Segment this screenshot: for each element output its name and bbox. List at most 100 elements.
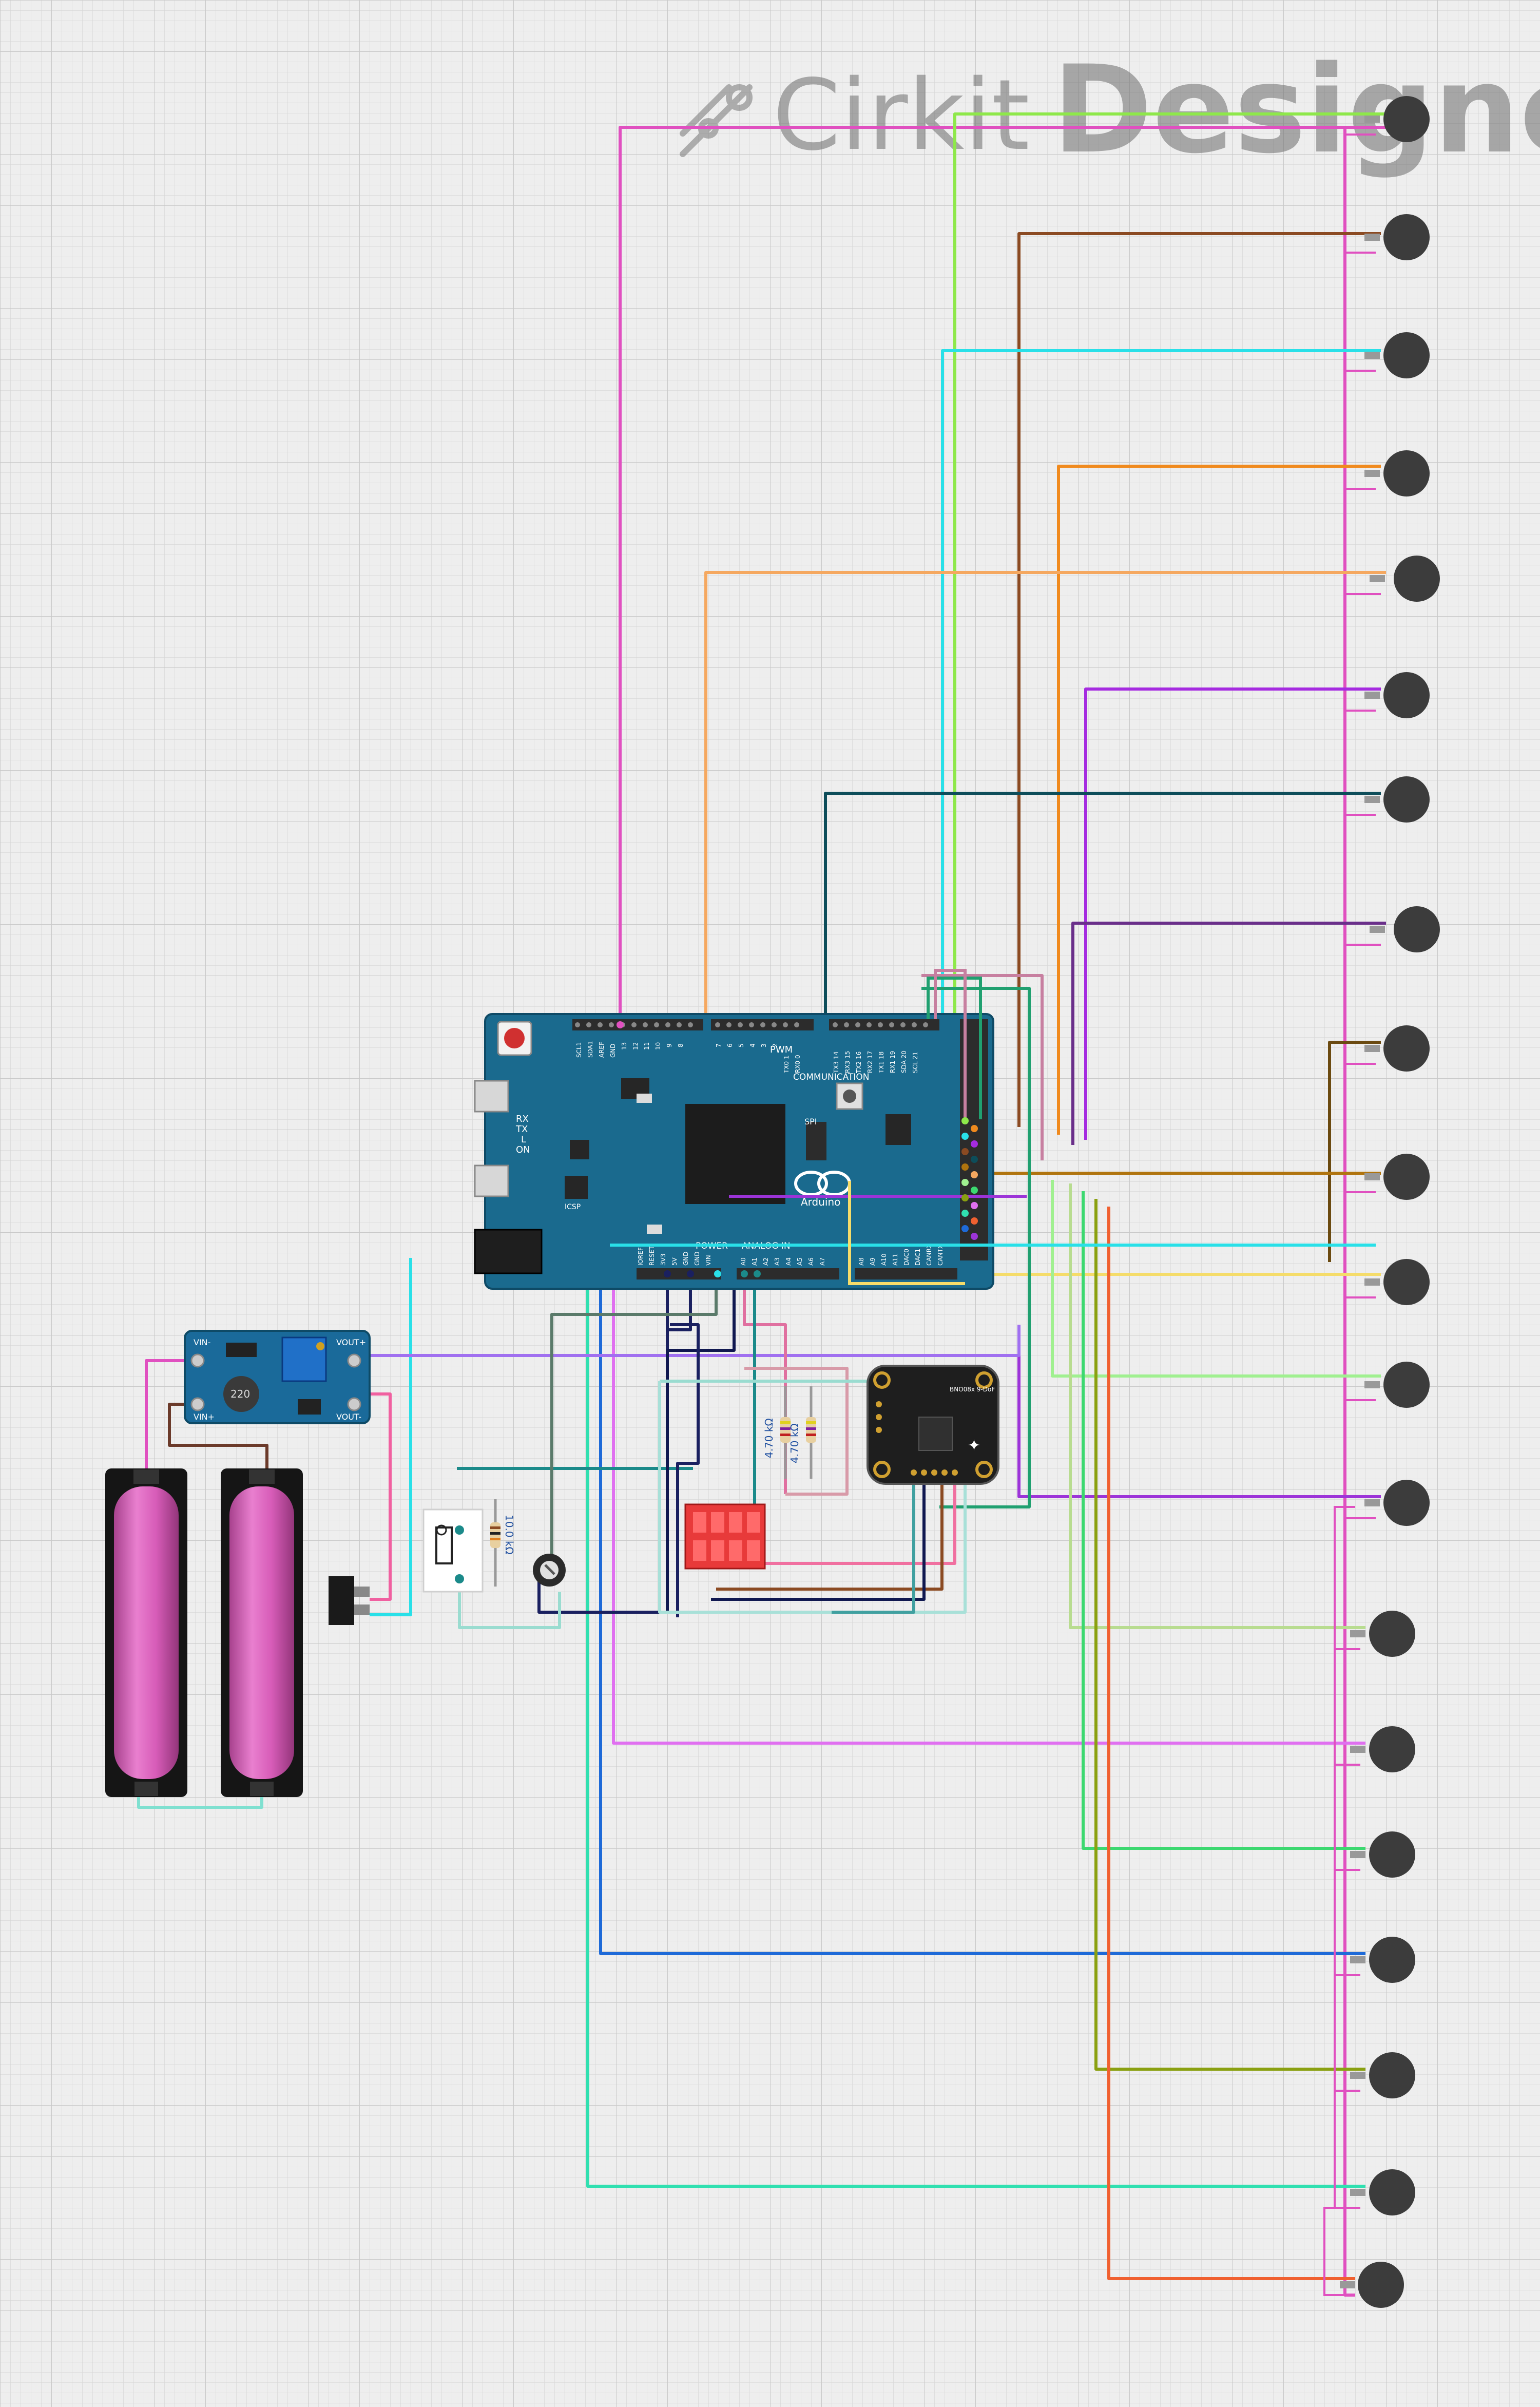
pin-label-8: 8: [677, 1043, 684, 1047]
status-tx: TX: [515, 1124, 528, 1135]
wire-pink-battery: [145, 1359, 198, 1468]
arduino-due-board[interactable]: Arduino PWM COMMUNICATION SPI ICSP POWER…: [474, 1013, 994, 1290]
pin-label-gnd-2: GND: [694, 1251, 701, 1266]
wire-navy-2: [667, 1278, 692, 1331]
vibration-motor[interactable]: [1364, 776, 1430, 823]
sam3x8e-chip: [685, 1104, 785, 1204]
vibration-motor[interactable]: [1364, 1025, 1430, 1072]
slide-switch[interactable]: [329, 1576, 370, 1625]
pin-label-5: 5: [738, 1043, 745, 1047]
battery-holder-1[interactable]: [105, 1468, 187, 1797]
communication-label: COMMUNICATION: [793, 1072, 869, 1082]
pin-label-rx0: RX0 0: [794, 1055, 801, 1073]
wire-teal-pale: [458, 1579, 561, 1629]
battery-holder-2[interactable]: [221, 1468, 303, 1797]
vibration-motor[interactable]: [1364, 672, 1430, 718]
wire-olive: [1094, 1199, 1365, 2071]
vibration-motor[interactable]: [1350, 1937, 1415, 1983]
pin-label-a4: A4: [785, 1257, 792, 1266]
vibration-motor[interactable]: [1350, 2169, 1415, 2215]
vibration-motor[interactable]: [1364, 450, 1430, 496]
dc-power-jack: [474, 1229, 543, 1274]
wire-purple-dark: [1071, 922, 1386, 1145]
vibration-motor[interactable]: [1364, 1259, 1430, 1305]
pin-label-4: 4: [749, 1043, 756, 1047]
wire-cyan-boost: [370, 1258, 412, 1616]
pin-label-rx3: RX3 15: [844, 1051, 851, 1073]
icsp-label: ICSP: [565, 1203, 581, 1211]
pin-label-10: 10: [654, 1042, 662, 1050]
wire-green-board: [921, 987, 1031, 1508]
mt3608-boost-converter[interactable]: 220 VIN- VIN+ VOUT+ VOUT-: [184, 1330, 371, 1424]
pin-label-11: 11: [643, 1042, 650, 1050]
pin-label-rx2: RX2 17: [867, 1051, 874, 1073]
boost-label-vout-minus: VOUT-: [336, 1412, 361, 1422]
pin-label-6: 6: [726, 1043, 734, 1047]
wire-cyan-1: [941, 349, 1381, 1132]
wire-brown-imu: [716, 1468, 944, 1591]
status-rx: RX: [516, 1114, 529, 1124]
pin-label-a8: A8: [858, 1257, 865, 1266]
potentiometer[interactable]: [533, 1554, 566, 1587]
spi-label: SPI: [804, 1117, 817, 1126]
wire-pink-pale: [744, 1367, 849, 1496]
pin-label-a11: A11: [892, 1254, 899, 1266]
vibration-motor[interactable]: [1364, 1362, 1430, 1408]
wire-purple-2: [1017, 1325, 1381, 1498]
pin-label-dac0: DAC0: [903, 1249, 910, 1266]
vibration-motor[interactable]: [1350, 2052, 1415, 2098]
pin-label-cantx: CANTX: [937, 1245, 944, 1266]
pin-label-7: 7: [715, 1043, 722, 1047]
pin-label-3v3: 3V3: [660, 1254, 667, 1266]
pin-label-a10: A10: [880, 1254, 888, 1266]
pin-label-a0: A0: [740, 1257, 747, 1266]
pin-label-a3: A3: [774, 1257, 781, 1266]
wire-blue: [599, 1243, 1365, 1955]
pin-label-a5: A5: [796, 1257, 803, 1266]
pin-label-dac1: DAC1: [914, 1249, 921, 1266]
pin-label-canrx: CANRX: [926, 1244, 933, 1266]
pin-label-5v: 5V: [671, 1257, 678, 1266]
boost-label-vin-plus: VIN+: [194, 1412, 215, 1422]
vibration-motor[interactable]: [1370, 906, 1440, 952]
resistor-4k7-a-label: 4.70 kΩ: [763, 1418, 775, 1458]
pin-label-tx2: TX2 16: [855, 1052, 862, 1074]
wire-brown-dark: [1328, 1041, 1381, 1262]
wire-orange-light: [704, 571, 1386, 1148]
board-top-wires: [610, 969, 1376, 1285]
wire-navy-4: [670, 1323, 700, 1617]
wire-brown-1: [1017, 232, 1381, 1127]
vibration-motor[interactable]: [1364, 1480, 1430, 1526]
wire-purple-boost: [362, 1325, 1021, 1357]
vibration-motor[interactable]: [1364, 214, 1430, 260]
vibration-motor[interactable]: [1350, 1611, 1415, 1657]
inductor-value: 220: [230, 1388, 250, 1400]
vibration-motor[interactable]: [1364, 332, 1430, 378]
pin-label-12: 12: [632, 1042, 639, 1050]
pushbutton[interactable]: [422, 1508, 484, 1593]
logic-level-converter[interactable]: [684, 1503, 766, 1570]
bno08x-imu-breakout[interactable]: BNO08x 9-DoF ✦: [867, 1365, 999, 1485]
boost-label-vout-plus: VOUT+: [336, 1338, 366, 1347]
wire-orange-red: [1107, 1207, 1355, 2280]
vibration-motor[interactable]: [1370, 556, 1440, 602]
wire-navy-imu: [711, 1468, 926, 1601]
resistor-4k7-a: 4.70 kΩ: [763, 1386, 791, 1479]
pin-label-a2: A2: [762, 1257, 769, 1266]
usb-port-native: [474, 1080, 509, 1113]
vibration-motor[interactable]: [1340, 2262, 1404, 2308]
wire-light-teal-box2: [658, 1381, 967, 1614]
pin-label-sda20: SDA 20: [900, 1050, 908, 1073]
pin-label-reset: RESET: [648, 1246, 656, 1266]
pin-label-gnd: GND: [609, 1043, 617, 1058]
trimmer-potentiometer[interactable]: [281, 1336, 327, 1382]
resistor-10k-label: 10.0 kΩ: [503, 1515, 515, 1555]
vibration-motor[interactable]: [1350, 1831, 1415, 1878]
wire-purple-1: [1084, 687, 1381, 1140]
vibration-motor[interactable]: [1364, 96, 1430, 142]
pin-label-2: 2: [772, 1043, 779, 1047]
vibration-motor[interactable]: [1364, 1154, 1430, 1200]
vibration-motor[interactable]: [1350, 1726, 1415, 1772]
brand-product: Designer: [1052, 40, 1540, 180]
status-on: ON: [516, 1144, 530, 1155]
